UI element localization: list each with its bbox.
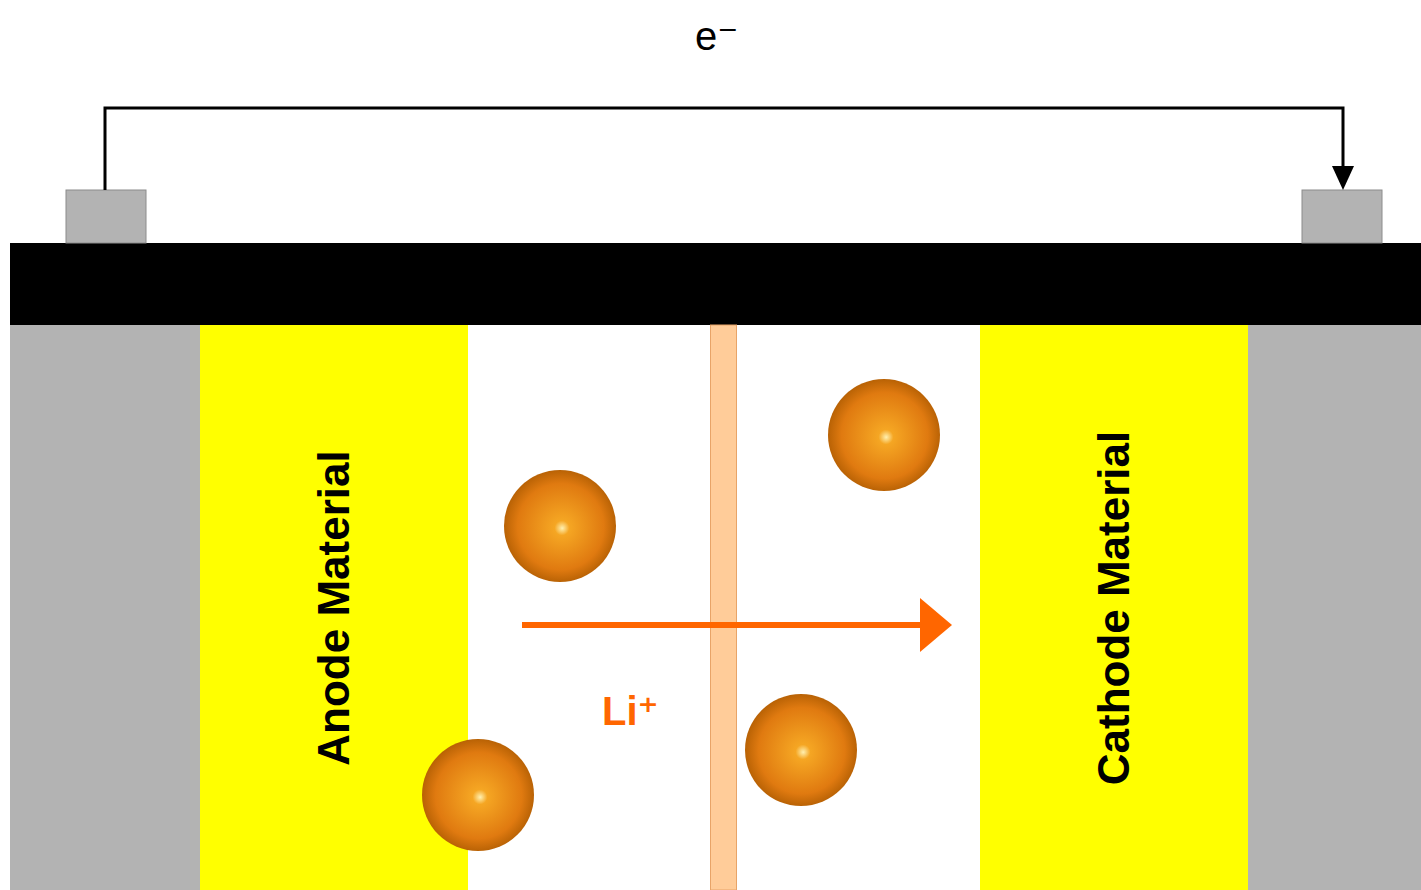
anode-current-collector (10, 325, 200, 890)
cathode-material: Cathode Material (980, 325, 1248, 890)
external-wire (105, 108, 1343, 190)
lithium-ion (422, 739, 534, 851)
separator (711, 325, 737, 890)
lithium-ion (828, 379, 940, 491)
wire-arrowhead (1332, 166, 1354, 190)
ion-flow-arrow (522, 622, 924, 628)
cathode-current-collector (1248, 325, 1421, 890)
ion-label: Li⁺ (602, 691, 659, 731)
anode-terminal (66, 190, 146, 243)
electron-label: e⁻ (695, 16, 738, 56)
cathode-terminal (1302, 190, 1382, 243)
material-label: Cathode Material (1092, 430, 1136, 785)
lithium-ion (504, 470, 616, 582)
cell-cap (10, 243, 1421, 325)
lithium-ion (745, 694, 857, 806)
material-label: Anode Material (312, 450, 356, 765)
ion-flow-arrowhead (920, 598, 952, 652)
